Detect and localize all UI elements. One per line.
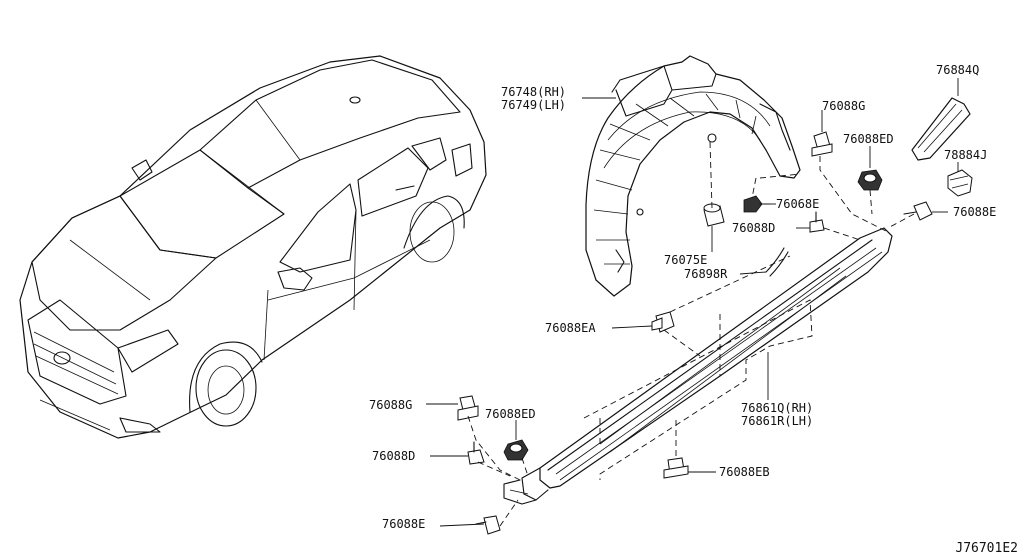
clip-76088ed-top-icon [857,169,883,191]
wheel-house-protector [585,55,801,297]
label-clip-76068e: 76068E [776,197,820,211]
label-clip-76088ed-top: 76088ED [843,132,894,146]
label-clip-78884j: 78884J [944,148,988,162]
clip-76088eb-icon [663,457,689,479]
clip-76068e-icon [743,195,771,213]
label-clip-76088ea: 76088EA [545,321,596,335]
reference-code: J76701E2 [955,541,1018,556]
label-wheel-house-protector-lh: 76749(LH) [501,98,567,112]
label-grommet-76075e: 76075E [664,253,708,267]
clip-76088e-right-icon [903,201,933,221]
vehicle-illustration [19,55,487,439]
label-clip-76088e-right: 76088E [953,205,997,219]
clip-76088g-top-icon [811,131,833,157]
seal-76898r-icon [765,247,789,277]
clip-76088g-left-icon [457,395,479,421]
label-clip-76088eb: 76088EB [719,465,770,479]
label-sill-cover-rh: 76861Q(RH) [741,401,814,415]
clip-78884j-icon [947,169,973,197]
label-wheel-house-protector-rh: 76748(RH) [501,85,567,99]
label-clip-76088g-top: 76088G [822,99,866,113]
clip-76088d-left-icon [467,441,485,465]
clip-76088ed-left-icon [503,439,529,461]
clip-76088ea-icon [651,311,675,333]
label-clip-76088e-bottom: 76088E [382,517,426,531]
label-seal-76898r: 76898R [684,267,728,281]
leader-lines [426,78,959,527]
clip-76088e-bottom-icon [475,515,501,535]
side-sill-cover [503,227,893,505]
label-clip-76088g-left: 76088G [369,398,413,412]
grommet-76075e-icon [703,203,725,227]
assembly-lines [467,141,915,527]
label-clip-76088d-right: 76088D [732,221,776,235]
label-clip-76088ed-left: 76088ED [485,407,536,421]
clip-76088d-right-icon [809,211,825,233]
label-sill-cover-lh: 76861R(LH) [741,414,814,428]
label-finisher-76884q: 76884Q [936,63,980,77]
label-clip-76088d-left: 76088D [372,449,416,463]
finisher-76884q [911,97,971,161]
